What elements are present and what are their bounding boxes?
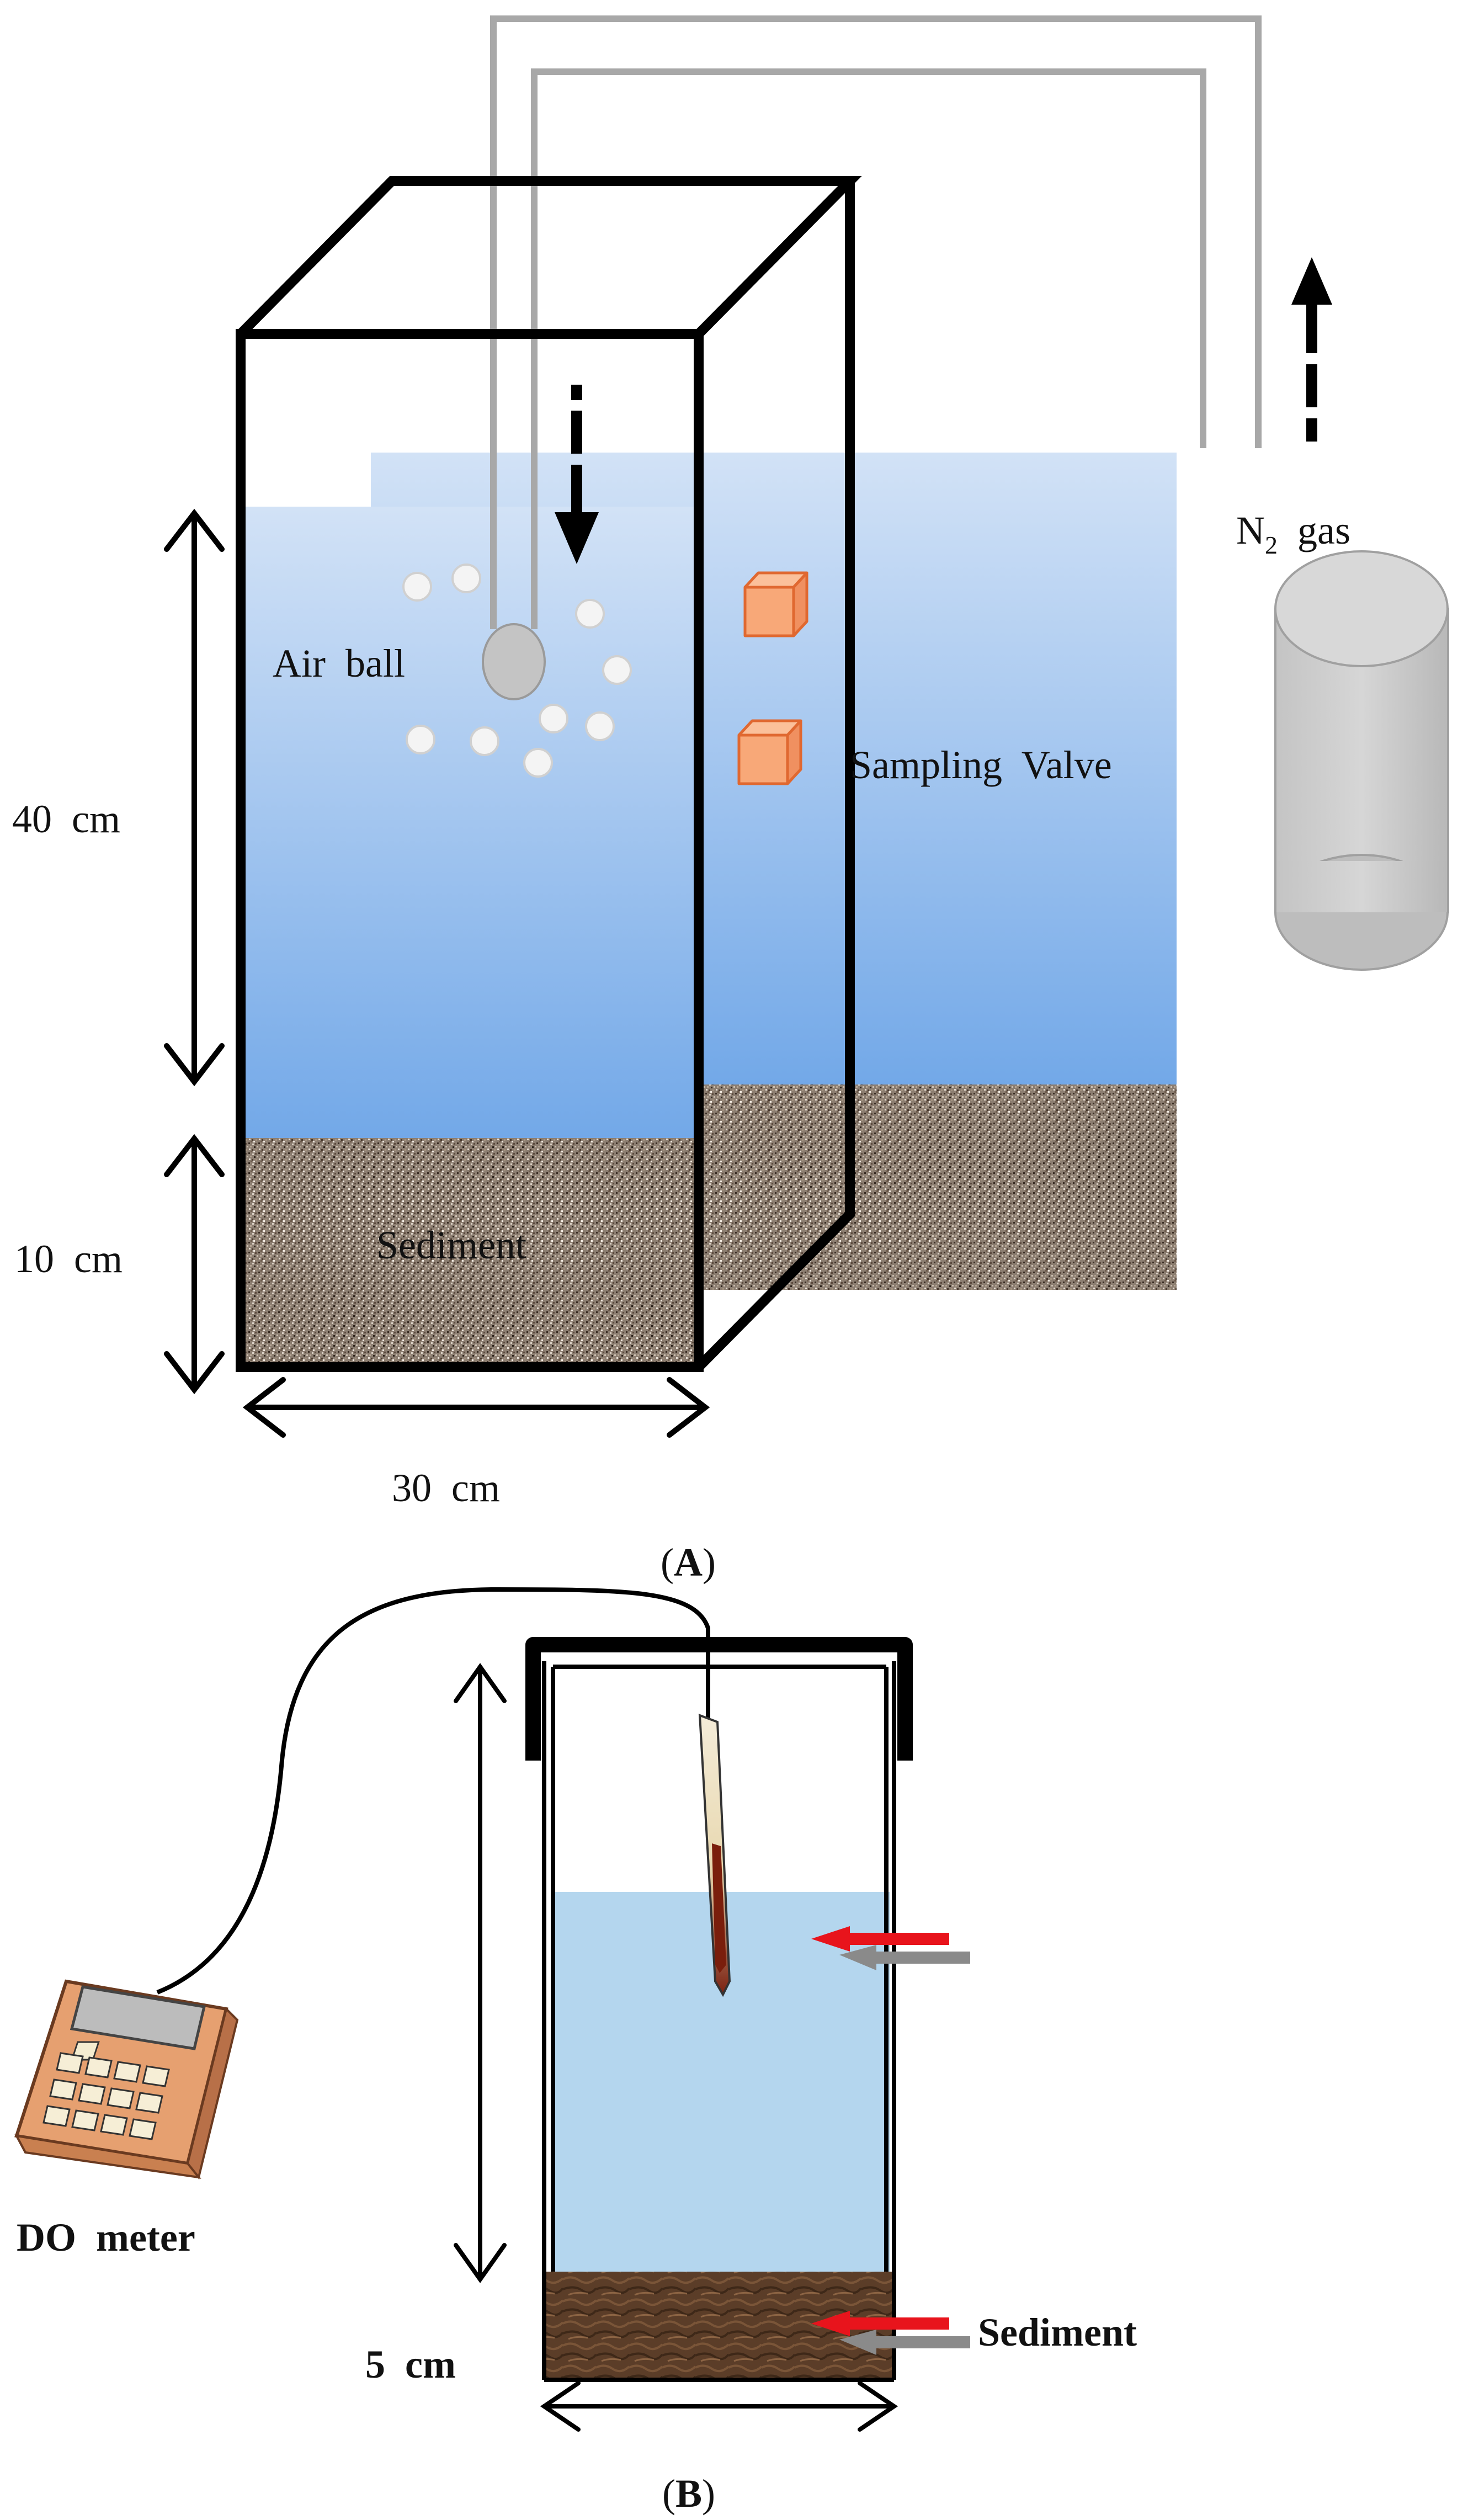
- dimension-arrow-depth-sediment: [164, 1134, 225, 1395]
- panel-a-caption: (A): [661, 1540, 716, 1585]
- panel-b-caption-close: ): [702, 2471, 715, 2516]
- tank-outline: [236, 176, 862, 1372]
- back-sediment: [696, 1084, 1177, 1290]
- dimension-arrow-depth-water: [164, 508, 225, 1087]
- gas-outflow-arrow-icon: [1291, 257, 1332, 442]
- sampling-valve-icon: [737, 719, 802, 785]
- sediment-label: Sediment: [376, 1223, 526, 1267]
- panel-b: DO meter 5 cm Sediment (B): [14, 1587, 1137, 2516]
- flow-arrow-icon: [811, 1926, 970, 1970]
- air-bubble-icon: [585, 711, 615, 741]
- dimension-arrow-width: [242, 1377, 710, 1438]
- flow-arrow-icon: [811, 2311, 970, 2355]
- air-ball-label: Air ball: [273, 641, 405, 685]
- front-water: [241, 507, 699, 1141]
- do-meter-icon: [14, 1979, 239, 2180]
- panel-b-caption-letter: B: [675, 2471, 702, 2516]
- air-ball-icon: [482, 623, 546, 700]
- vial-sediment-label: Sediment: [978, 2310, 1137, 2354]
- n2-gas-label: N2 gas: [1236, 508, 1350, 559]
- panel-b-caption: (B): [662, 2471, 715, 2516]
- meter-cable: [156, 1587, 710, 1995]
- width-label: 30 cm: [392, 1466, 500, 1510]
- depth-water-label: 40 cm: [12, 797, 120, 841]
- front-sediment: [241, 1138, 699, 1365]
- air-bubble-icon: [451, 563, 481, 593]
- air-bubble-icon: [523, 748, 553, 778]
- gas-tube-outer: [490, 15, 1262, 629]
- panel-a-caption-letter: A: [674, 1540, 703, 1585]
- air-bubble-icon: [406, 725, 435, 754]
- n2-gas-subscript: 2: [1265, 531, 1278, 559]
- air-bubble-icon: [539, 704, 568, 733]
- depth-sediment-label: 10 cm: [14, 1237, 123, 1281]
- air-bubble-icon: [402, 572, 432, 602]
- panel-a: 40 cm 10 cm 30 cm Air ball Sediment Samp…: [12, 15, 1449, 1585]
- do-probe-icon: [698, 1714, 731, 1997]
- dimension-arrow-vial-width: [540, 2381, 898, 2432]
- do-meter-label: DO meter: [17, 2215, 195, 2260]
- panel-a-caption-close: ): [703, 1540, 716, 1585]
- panel-a-caption-open: (: [661, 1540, 674, 1585]
- sampling-valve-label: Sampling Valve: [850, 743, 1112, 787]
- sampling-valve-icon: [743, 571, 808, 637]
- vial-outline: [542, 1661, 896, 2382]
- air-bubble-icon: [470, 726, 499, 756]
- air-bubble-icon: [602, 655, 632, 685]
- vial-cap: [525, 1637, 913, 1761]
- gas-tube-inner: [531, 68, 1206, 629]
- air-inflow-arrow-icon: [555, 385, 599, 564]
- panel-b-caption-open: (: [662, 2471, 675, 2516]
- vial-depth-label: 5 cm: [365, 2342, 456, 2386]
- n2-gas-symbol: N: [1236, 508, 1265, 552]
- dimension-arrow-vial-height: [454, 1663, 507, 2283]
- n2-gas-suffix: gas: [1278, 508, 1350, 552]
- air-bubbles: [402, 563, 632, 778]
- air-bubble-icon: [575, 599, 605, 629]
- gas-cylinder-icon: [1274, 550, 1449, 971]
